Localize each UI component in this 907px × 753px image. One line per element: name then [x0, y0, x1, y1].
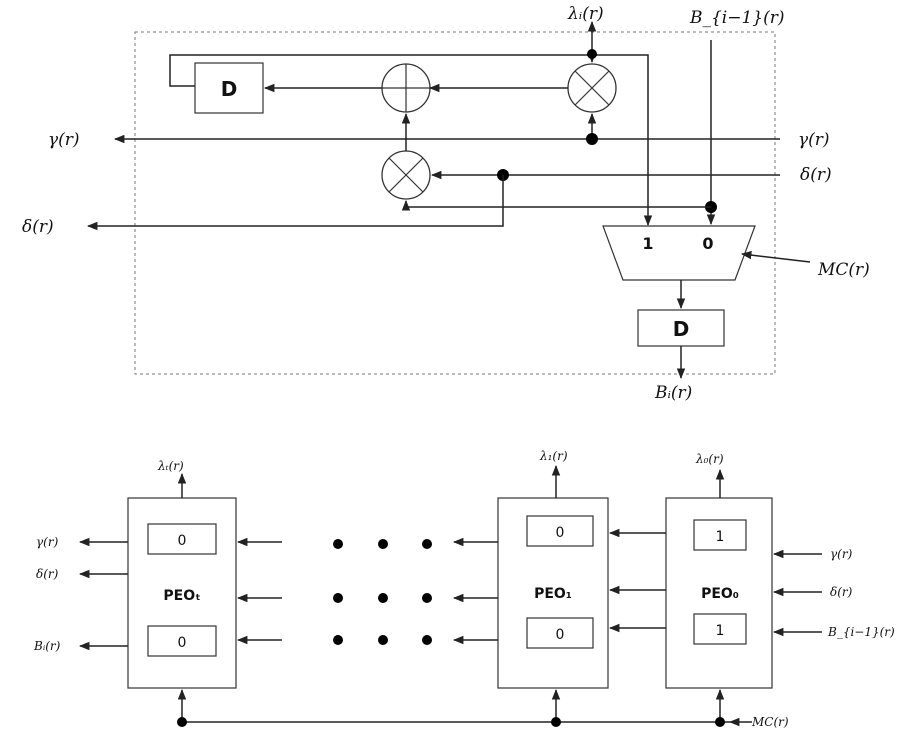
pe-1-bottom-value: 0	[556, 627, 565, 643]
bottom-mc-label: MC(r)	[751, 715, 789, 729]
pe-t-top-value: 0	[178, 533, 187, 549]
delta-left-label: δ(r)	[22, 217, 54, 237]
bottom-gamma-right-label: γ(r)	[830, 547, 853, 561]
pe-1-block: 0 PEO₁ 0 λ₁(r)	[497, 449, 609, 689]
pe-0-name: PEO₀	[701, 586, 739, 602]
ellipsis-dots	[333, 539, 432, 645]
pe-0-block: 1 PEO₀ 1 λ₀(r)	[665, 452, 773, 689]
gamma-left-label: γ(r)	[48, 130, 80, 150]
bottom-delta-right-label: δ(r)	[830, 585, 853, 599]
delay-register	[194, 62, 264, 114]
mc-label: MC(r)	[817, 260, 870, 280]
delay-register-label: D	[221, 77, 238, 101]
bottom-b-right-label: B_{i−1}(r)	[827, 625, 895, 639]
b-output-label: Bᵢ(r)	[654, 383, 692, 403]
pe-t-name: PEOₜ	[163, 588, 200, 604]
pe-t-block: 0 PEOₜ 0 λₜ(r)	[127, 459, 237, 689]
gamma-right-label: γ(r)	[798, 130, 830, 150]
lambda-output-label: λᵢ(r)	[567, 4, 604, 24]
pe-array: 0 PEOₜ 0 λₜ(r) 0 PEO₁ 0 λ₁(r) 1 PEO₀ 1	[33, 449, 895, 729]
multiplier-bottom-icon	[381, 150, 431, 200]
pe-1-lambda-label: λ₁(r)	[539, 449, 568, 463]
pe-1-top-value: 0	[556, 525, 565, 541]
pe-0-top-value: 1	[716, 529, 725, 545]
b-prev-input-label: B_{i−1}(r)	[689, 8, 785, 28]
mux-input-1-label: 1	[642, 234, 653, 253]
multiplexer	[602, 225, 756, 281]
bottom-gamma-left-label: γ(r)	[36, 535, 59, 549]
multiplier-top-icon	[567, 63, 617, 113]
pe-0-bottom-value: 1	[716, 623, 725, 639]
delta-right-label: δ(r)	[800, 165, 832, 185]
processing-element-detail: D	[22, 4, 870, 403]
bottom-b-left-label: Bᵢ(r)	[33, 639, 61, 653]
pe-0-lambda-label: λ₀(r)	[695, 452, 724, 466]
pe-t-bottom-value: 0	[178, 635, 187, 651]
adder-icon	[381, 63, 431, 113]
pe-boundary	[134, 31, 776, 375]
pe-1-name: PEO₁	[534, 586, 572, 602]
mux-input-0-label: 0	[702, 234, 713, 253]
pe-t-lambda-label: λₜ(r)	[157, 459, 184, 473]
bottom-delta-left-label: δ(r)	[36, 567, 59, 581]
output-delay-register-label: D	[673, 317, 690, 341]
